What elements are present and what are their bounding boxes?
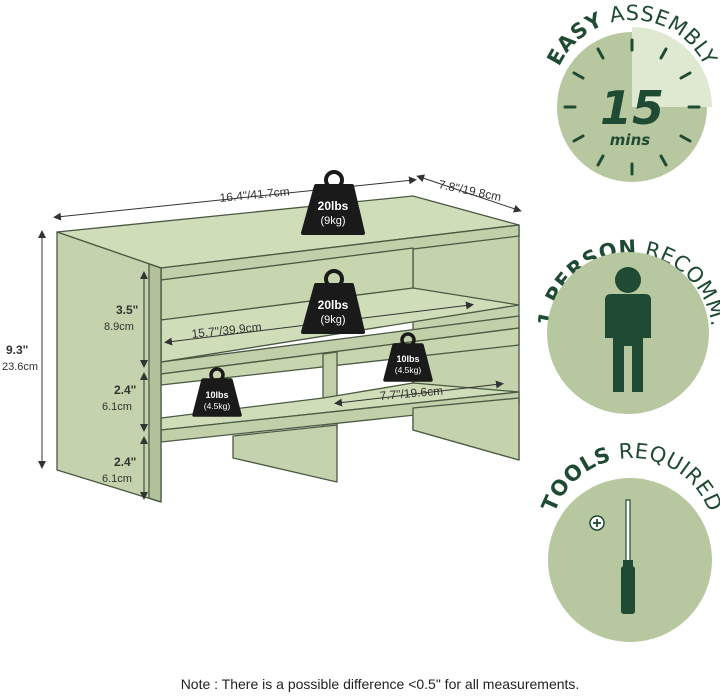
weight-right-kg: (4.5kg) — [395, 365, 422, 375]
weight-left: 10lbs (4.5kg) — [192, 367, 242, 417]
left-side-panel — [56, 231, 162, 503]
compartment-label: 7.7"/19.6cm — [379, 383, 444, 402]
height-in-label: 9.3" — [6, 343, 28, 357]
one-person-badge: 1 PERSON RECOMM. — [533, 236, 720, 414]
weight-top-lbs: 20lbs — [318, 199, 349, 213]
weight-right-lbs: 10lbs — [396, 354, 419, 364]
shelf2-in-label: 2.4" — [114, 383, 136, 397]
assembly-unit: mins — [610, 131, 650, 149]
shelf3-cm-label: 6.1cm — [102, 473, 132, 485]
weight-left-lbs: 10lbs — [205, 390, 228, 400]
weight-icon — [192, 367, 242, 417]
depth-line — [416, 174, 522, 213]
weight-left-kg: (4.5kg) — [204, 401, 231, 411]
weight-icon — [301, 170, 365, 235]
tools-required-badge: TOOLS REQUIRED — [537, 439, 720, 642]
right-leg — [412, 397, 520, 461]
compartment-line — [334, 380, 504, 407]
weight-middle-kg: (9kg) — [320, 314, 345, 326]
screwdriver-icon — [621, 499, 635, 614]
weight-top: 20lbs (9kg) — [301, 170, 365, 235]
weight-middle: 20lbs (9kg) — [301, 269, 365, 334]
plus-icon — [589, 515, 605, 531]
person-icon — [605, 267, 651, 392]
left-panel-edge — [148, 263, 162, 503]
center-leg — [232, 424, 338, 483]
weight-icon — [383, 332, 433, 382]
shelf1-in-label: 3.5" — [116, 303, 138, 317]
height-cm-label: 23.6cm — [2, 361, 38, 373]
shelf2-cm-label: 6.1cm — [102, 401, 132, 413]
assembly-minutes: 15 — [600, 81, 664, 135]
weight-middle-lbs: 20lbs — [318, 298, 349, 312]
clock-highlight — [632, 27, 712, 107]
depth-label: 7.8"/19.8cm — [437, 177, 502, 204]
width-label: 16.4"/41.7cm — [219, 184, 290, 205]
shelf1-cm-label: 8.9cm — [104, 321, 134, 333]
weight-right: 10lbs (4.5kg) — [383, 332, 433, 382]
clock-ticks — [563, 38, 701, 176]
measurement-note: Note : There is a possible difference <0… — [180, 676, 580, 692]
weight-top-kg: (9kg) — [320, 215, 345, 227]
shelf3-in-label: 2.4" — [114, 455, 136, 469]
weight-icon — [301, 269, 365, 334]
easy-assembly-badge: EASY ASSEMBLY 15 mins — [542, 1, 720, 182]
